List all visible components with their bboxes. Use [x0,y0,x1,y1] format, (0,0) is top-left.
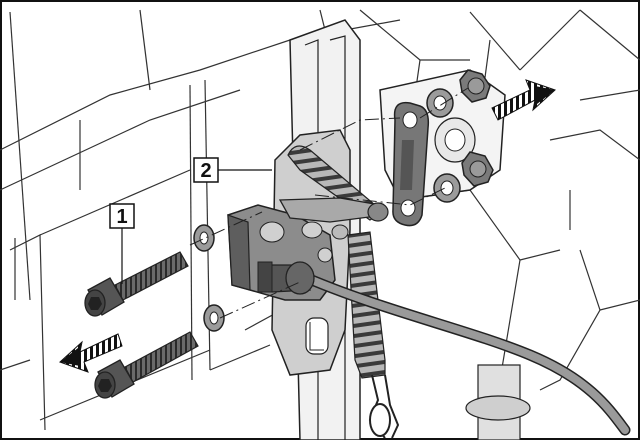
callout-1-box [109,203,135,229]
callout-1-label: 1 [116,206,127,228]
callout-2-label: 2 [200,160,211,182]
lever-linkage [278,197,389,240]
assembly-axis-lines [189,87,469,319]
rear-nut-upper [459,69,491,103]
bowden-cable [257,261,631,436]
link-plate [392,101,430,227]
bolt-lower [94,331,199,399]
rear-washer-upper [426,88,454,118]
removal-arrow-left [59,333,123,373]
rear-nut-lower [461,151,494,187]
callout-2: 2 [193,157,272,183]
rear-washer-lower [433,173,461,203]
spring-hook [368,374,400,439]
bolt-upper [84,251,189,317]
callout-1: 1 [109,203,135,284]
removal-arrow-right [491,79,556,121]
washer-lower [203,304,225,332]
washer-upper [193,224,215,252]
support-post [465,364,531,440]
callout-2-box [193,157,219,183]
